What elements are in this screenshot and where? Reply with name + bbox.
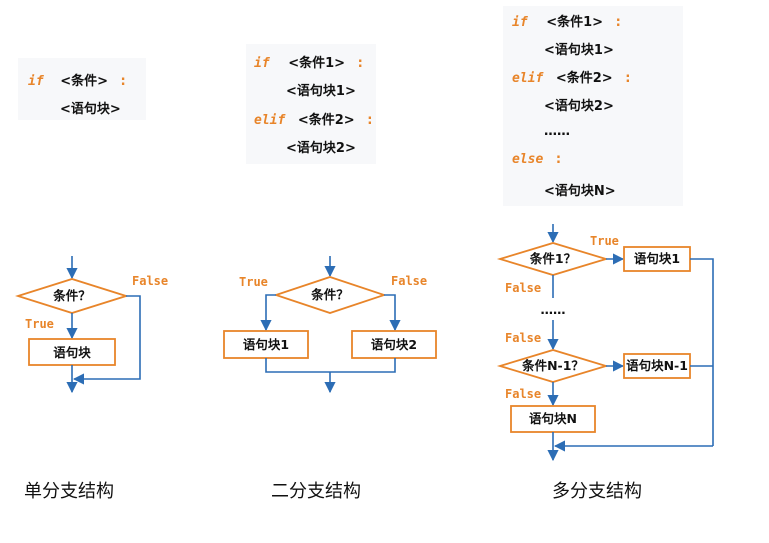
- code-multi-else-line: else :: [512, 152, 561, 167]
- keyword-else: else: [512, 152, 544, 167]
- flowchart-multi: [496, 224, 714, 462]
- arrow-true: [260, 294, 276, 332]
- flow-single-cond: 条件？: [52, 288, 91, 303]
- code-double-if-line: if <条件1> :: [254, 52, 363, 71]
- caption-multi: 多分支结构: [552, 481, 642, 502]
- block-text: <语句块1>: [286, 84, 356, 99]
- flow-single-block: 语句块: [53, 345, 91, 360]
- flow-multi-blockn1: 语句块N-1: [626, 358, 688, 373]
- flow-multi-condn1: 条件N-1？: [521, 358, 584, 373]
- block-text: <语句块N>: [544, 184, 616, 199]
- colon: :: [615, 15, 621, 30]
- block-text: <语句块2>: [286, 141, 356, 156]
- condition-text: <条件1>: [288, 56, 346, 71]
- flow-multi-blockn: 语句块N: [529, 411, 577, 426]
- code-panel-single: [18, 58, 146, 120]
- arrow-false: [72, 295, 141, 385]
- block-text: <语句块2>: [544, 99, 614, 114]
- flowchart-single: [15, 256, 141, 394]
- block-text: <语句块>: [60, 102, 121, 117]
- code-single-if-line: if <条件> :: [28, 70, 126, 89]
- keyword-elif: elif: [512, 71, 544, 86]
- flow-double-block1: 语句块1: [243, 337, 289, 352]
- caption-double: 二分支结构: [271, 481, 361, 502]
- ellipsis-text: ……: [544, 124, 570, 139]
- keyword-if: if: [512, 15, 528, 30]
- process-box-1: [623, 246, 691, 272]
- code-multi-if-line: if <条件1> :: [512, 11, 621, 30]
- flow-multi-false2: False: [505, 331, 541, 345]
- flow-multi-block1: 语句块1: [634, 251, 680, 266]
- flow-double-block2: 语句块2: [371, 337, 417, 352]
- flow-double-true: True: [239, 275, 268, 289]
- colon: :: [625, 71, 631, 86]
- process-box-n: [510, 405, 596, 433]
- colon: :: [357, 56, 363, 71]
- code-panel-double: [246, 44, 376, 164]
- flow-multi-cond1: 条件1？: [529, 251, 576, 266]
- merge-line-right: [690, 258, 714, 446]
- colon: :: [555, 152, 562, 167]
- flow-multi-false3: False: [505, 387, 541, 401]
- process-box-n1: [623, 353, 691, 379]
- condition-text: <条件2>: [555, 71, 613, 86]
- code-panel-multi: [503, 6, 683, 206]
- merge-line: [265, 358, 396, 373]
- process-box-1: [223, 330, 309, 359]
- block-text: <语句块1>: [544, 43, 614, 58]
- flow-multi-dots: ……: [541, 302, 566, 317]
- flow-multi-false1: False: [505, 281, 541, 295]
- code-multi-block1-line: <语句块1>: [544, 39, 614, 58]
- colon: :: [120, 74, 126, 89]
- code-double-block2-line: <语句块2>: [286, 137, 356, 156]
- keyword-if: if: [254, 56, 270, 71]
- flow-single-true: True: [25, 317, 54, 331]
- arrow-false: [384, 294, 401, 332]
- flow-double-false: False: [391, 274, 427, 288]
- keyword-elif: elif: [254, 113, 286, 128]
- code-double-elif-line: elif <条件2> :: [254, 109, 372, 128]
- condition-text: <条件2>: [297, 113, 355, 128]
- code-multi-block2-line: <语句块2>: [544, 95, 614, 114]
- flowchart-double: [223, 256, 437, 394]
- code-multi-elif-line: elif <条件2> :: [512, 67, 630, 86]
- flow-double-cond: 条件？: [310, 287, 349, 302]
- code-single-block-line: <语句块>: [60, 98, 121, 117]
- condition-text: <条件>: [60, 74, 108, 89]
- keyword-if: if: [28, 74, 44, 89]
- code-multi-blockN-line: <语句块N>: [544, 180, 616, 199]
- process-box: [28, 338, 116, 366]
- flow-multi-true: True: [590, 234, 619, 248]
- condition-text: <条件1>: [546, 15, 604, 30]
- caption-single: 单分支结构: [24, 481, 114, 502]
- code-double-block1-line: <语句块1>: [286, 80, 356, 99]
- flow-single-false: False: [132, 274, 168, 288]
- process-box-2: [351, 330, 437, 359]
- code-multi-dots-line: ……: [544, 124, 570, 139]
- colon: :: [367, 113, 373, 128]
